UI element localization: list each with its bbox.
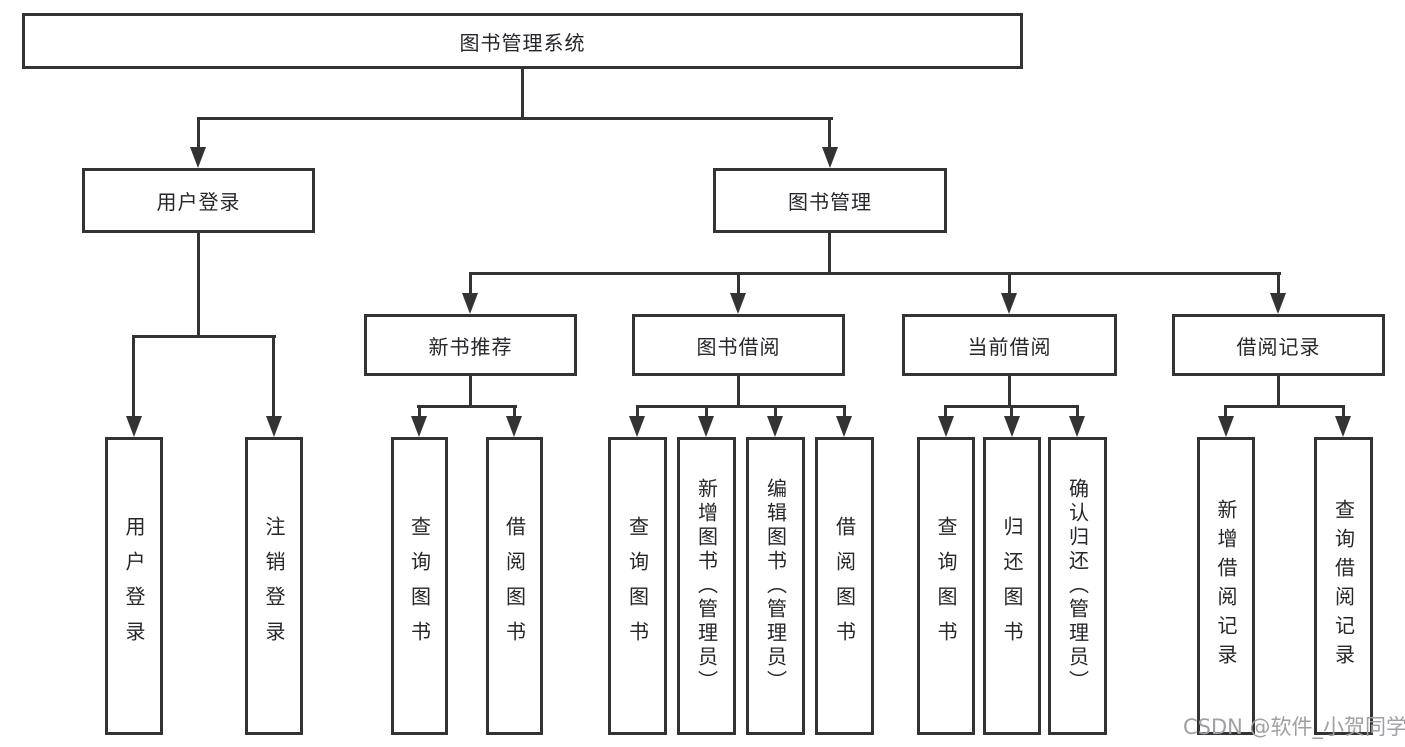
node-label: 借阅图书 <box>832 516 857 656</box>
node-label: 查询图书 <box>934 516 958 656</box>
node-book-borrowing: 图书借阅 <box>632 314 845 376</box>
connector-line <box>132 335 135 419</box>
arrow-down-icon <box>767 416 783 437</box>
connector-line <box>705 405 708 420</box>
node-library-management-system: 图书管理系统 <box>22 13 1023 69</box>
connector-line <box>1008 376 1011 408</box>
arrow-down-icon <box>822 147 838 168</box>
connector-line <box>469 272 1281 275</box>
connector-line <box>636 405 846 408</box>
connector-line <box>197 117 833 120</box>
node-user-login: 用户登录 <box>82 168 315 233</box>
connector-line <box>1008 272 1011 296</box>
node-label: 新增借阅记录 <box>1214 499 1238 673</box>
node-query-books: 查询图书 <box>917 437 975 735</box>
node-borrow-books: 借阅图书 <box>815 437 874 735</box>
node-label: 编辑图书（管理员） <box>763 478 788 694</box>
node-add-books-admin: 新增图书（管理员） <box>677 437 736 735</box>
connector-line <box>469 376 472 408</box>
arrow-down-icon <box>1335 416 1351 437</box>
arrow-down-icon <box>190 147 206 168</box>
connector-line <box>197 233 200 335</box>
node-query-books: 查询图书 <box>608 437 667 735</box>
node-label: 新书推荐 <box>428 334 513 359</box>
node-label: 借阅记录 <box>1236 334 1321 359</box>
connector-line <box>1277 272 1280 296</box>
connector-line <box>521 69 524 118</box>
arrow-down-icon <box>938 416 954 437</box>
node-book-management: 图书管理 <box>713 168 947 233</box>
connector-line <box>828 117 831 150</box>
connector-line <box>737 272 740 296</box>
arrow-down-icon <box>1001 293 1017 314</box>
connector-line <box>417 405 517 408</box>
arrow-down-icon <box>462 293 478 314</box>
connector-line <box>944 405 947 420</box>
node-logout: 注销登录 <box>245 437 303 735</box>
node-label: 用户登录 <box>122 516 146 656</box>
connector-line <box>843 405 846 420</box>
node-label: 图书借阅 <box>696 334 781 359</box>
node-borrowing-records: 借阅记录 <box>1172 314 1385 376</box>
arrow-down-icon <box>1270 293 1286 314</box>
node-label: 查询借阅记录 <box>1331 499 1356 673</box>
connector-line <box>1010 405 1013 420</box>
connector-line <box>1342 405 1345 420</box>
arrow-down-icon <box>266 416 282 437</box>
connector-line <box>1224 405 1345 408</box>
arrow-down-icon <box>1218 416 1234 437</box>
node-label: 新增图书（管理员） <box>694 478 719 694</box>
node-query-books: 查询图书 <box>391 437 448 735</box>
arrow-down-icon <box>730 293 746 314</box>
connector-line <box>513 405 516 420</box>
node-label: 当前借阅 <box>967 334 1052 359</box>
connector-line <box>197 117 200 150</box>
connector-line <box>272 335 275 419</box>
node-label: 归还图书 <box>1000 516 1024 656</box>
node-label: 用户登录 <box>156 190 241 214</box>
node-label: 图书管理系统 <box>459 30 586 55</box>
node-add-borrow-record: 新增借阅记录 <box>1197 437 1255 735</box>
node-new-book-recommendation: 新书推荐 <box>364 314 577 376</box>
arrow-down-icon <box>1069 416 1085 437</box>
arrow-down-icon <box>126 416 142 437</box>
node-return-books: 归还图书 <box>983 437 1041 735</box>
connector-line <box>418 405 421 420</box>
node-label: 注销登录 <box>262 516 286 656</box>
connector-line <box>1076 405 1079 420</box>
connector-line <box>133 335 276 338</box>
node-label: 查询图书 <box>625 516 650 656</box>
arrow-down-icon <box>1004 416 1020 437</box>
connector-line <box>1277 376 1280 408</box>
node-current-borrowing: 当前借阅 <box>902 314 1117 376</box>
connector-line <box>1224 405 1227 420</box>
node-label: 图书管理 <box>788 190 872 214</box>
node-label: 查询图书 <box>407 516 432 656</box>
arrow-down-icon <box>629 416 645 437</box>
connector-line <box>636 405 639 420</box>
node-edit-books-admin: 编辑图书（管理员） <box>746 437 805 735</box>
node-label: 借阅图书 <box>502 516 527 656</box>
arrow-down-icon <box>411 416 427 437</box>
connector-line <box>828 233 831 274</box>
csdn-watermark: CSDN @软件_小贺同学 <box>1183 715 1405 739</box>
connector-line <box>469 272 472 296</box>
arrow-down-icon <box>836 416 852 437</box>
connector-line <box>774 405 777 420</box>
arrow-down-icon <box>506 416 522 437</box>
node-user-login-leaf: 用户登录 <box>105 437 163 735</box>
node-confirm-return-admin: 确认归还（管理员） <box>1048 437 1107 735</box>
node-borrow-books: 借阅图书 <box>486 437 543 735</box>
node-query-borrow-record: 查询借阅记录 <box>1314 437 1373 735</box>
node-label: 确认归还（管理员） <box>1065 478 1090 694</box>
arrow-down-icon <box>698 416 714 437</box>
connector-line <box>737 376 740 408</box>
